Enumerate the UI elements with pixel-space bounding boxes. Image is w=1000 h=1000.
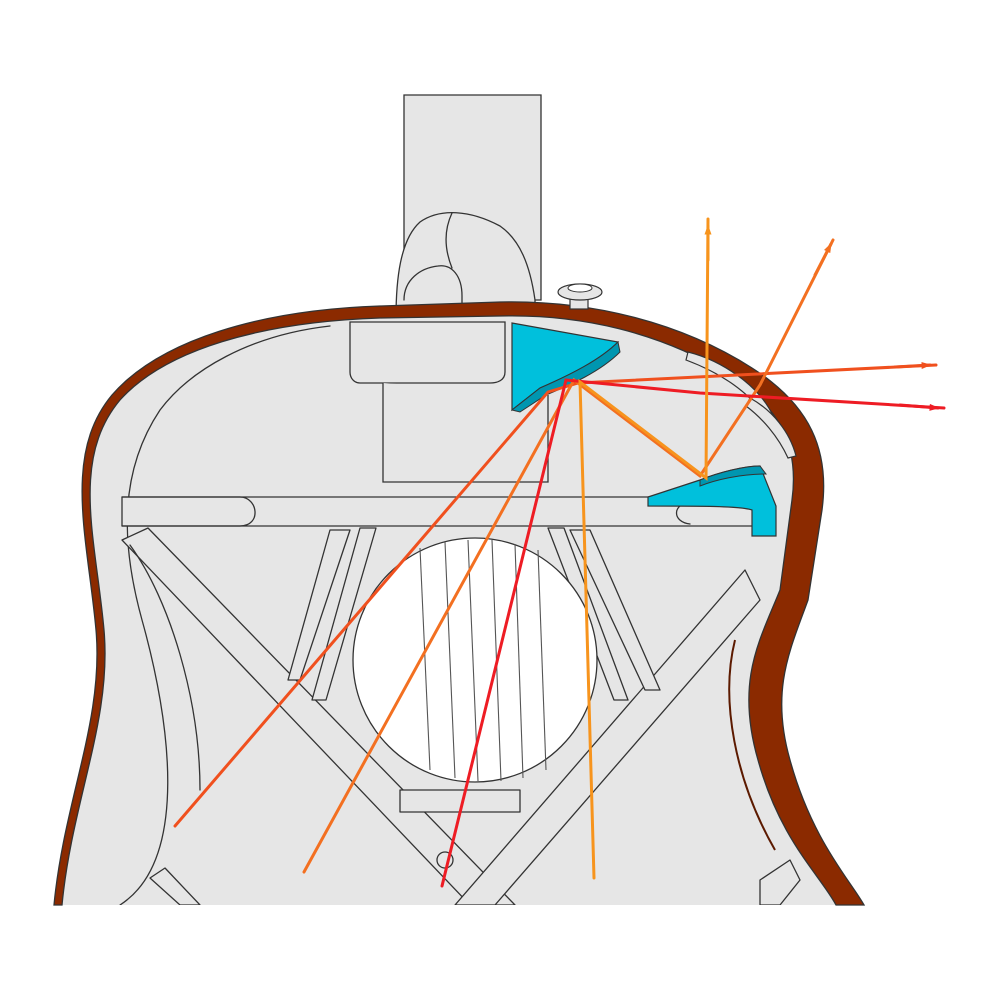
ray-3 [440, 378, 946, 888]
inner-rim-line [119, 325, 331, 906]
ray-8-arrow [898, 403, 940, 411]
soundhole [352, 537, 598, 783]
ray-6-arrow [813, 242, 833, 277]
lower-reflector [647, 465, 777, 537]
neck-heel [395, 212, 536, 319]
sound-rays [173, 217, 946, 888]
upper-reflector [510, 322, 621, 413]
strap-button [557, 283, 603, 310]
ray-4 [578, 217, 710, 880]
heel-block [349, 321, 549, 483]
x-bracing [121, 527, 801, 906]
body-sides [53, 301, 866, 906]
ray-7-arrow [893, 361, 932, 369]
ray-2 [302, 238, 835, 874]
neck [395, 94, 542, 319]
